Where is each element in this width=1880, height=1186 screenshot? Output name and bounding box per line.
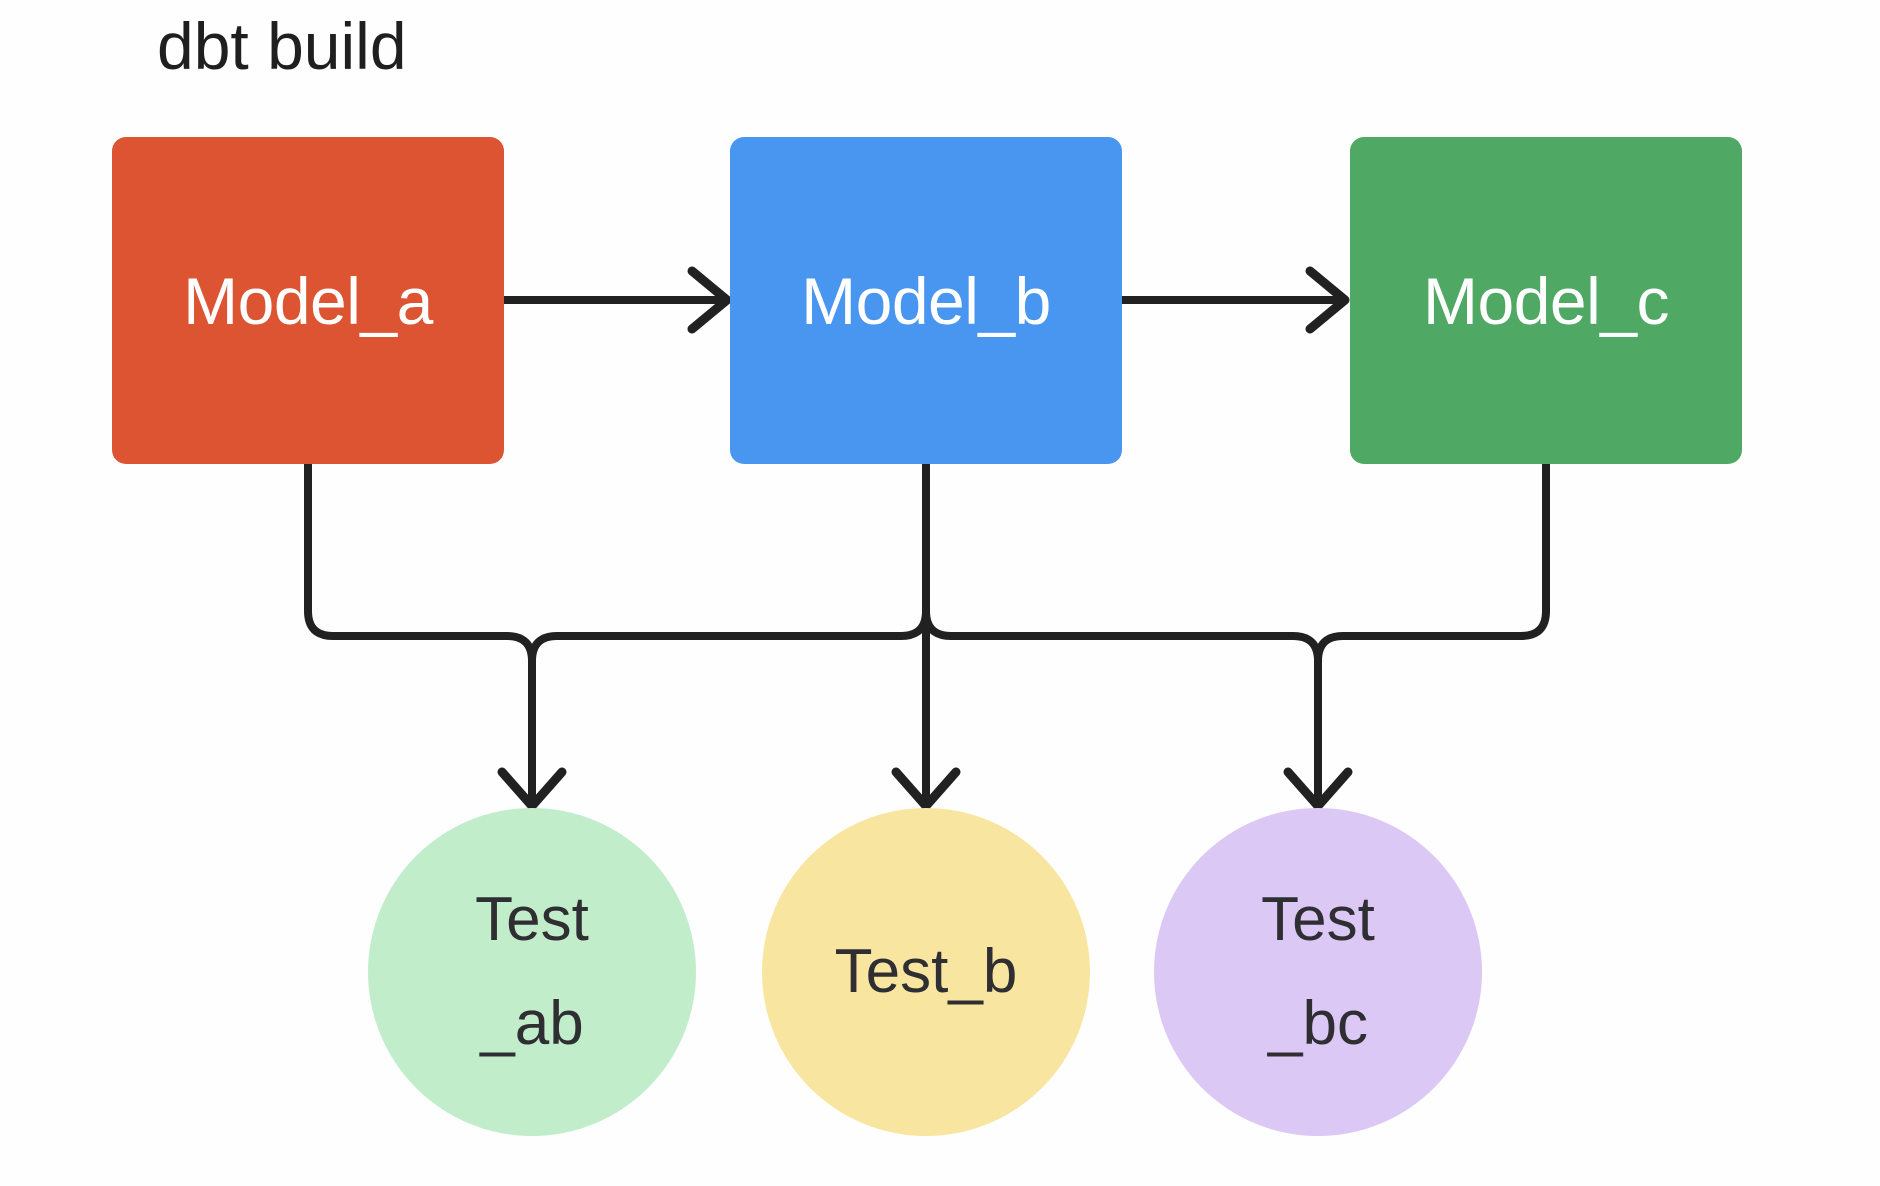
node-model-a-label: Model_a — [183, 263, 433, 338]
node-test-b: Test_b — [762, 808, 1090, 1136]
edge-model-c-to-test-bc — [1314, 460, 1550, 801]
arrowhead-into-test-bc — [1283, 767, 1353, 811]
node-test-ab: Test _ab — [368, 808, 696, 1136]
arrowhead-into-test-ab — [497, 767, 567, 811]
node-test-ab-label: Test _ab — [475, 868, 589, 1076]
node-test-ab-label-line-1: Test — [475, 885, 589, 954]
node-test-bc-label: Test _bc — [1261, 868, 1375, 1076]
rail-model-b-to-test-bc — [922, 607, 1322, 665]
node-model-c-label: Model_c — [1423, 263, 1669, 338]
arrowhead-into-model-b — [687, 266, 732, 334]
node-test-b-label: Test_b — [835, 920, 1018, 1024]
node-test-bc-label-line-2: _bc — [1268, 989, 1368, 1058]
node-model-b: Model_b — [730, 137, 1122, 464]
arrowhead-into-model-c — [1305, 266, 1350, 334]
node-model-b-label: Model_b — [801, 263, 1051, 338]
arrowhead-into-test-b — [891, 767, 961, 811]
node-test-bc: Test _bc — [1154, 808, 1482, 1136]
edge-model-a-to-test-ab — [304, 460, 536, 801]
node-test-bc-label-line-1: Test — [1261, 885, 1375, 954]
node-test-ab-label-line-2: _ab — [480, 989, 584, 1058]
rail-test-ab-to-model-b — [528, 607, 930, 665]
node-model-c: Model_c — [1350, 137, 1742, 464]
node-test-b-label-line-1: Test_b — [834, 937, 1018, 1006]
diagram-title: dbt build — [157, 9, 407, 83]
node-model-a: Model_a — [112, 137, 504, 464]
